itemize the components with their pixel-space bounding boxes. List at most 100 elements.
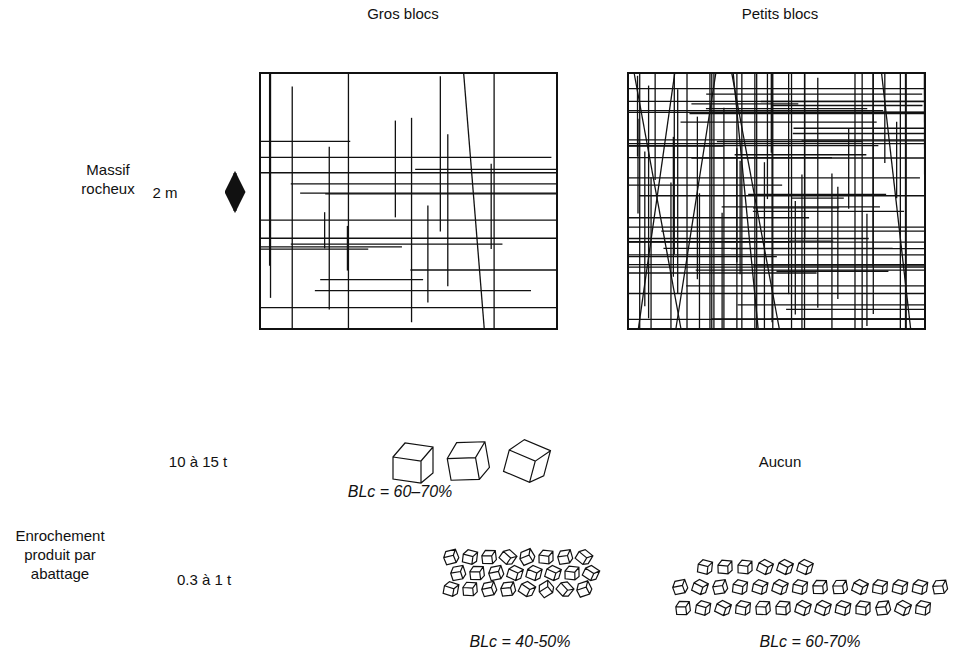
joint-line [862,73,863,329]
joint-line [739,161,740,274]
joint-line [741,73,742,329]
joint-line [427,205,428,302]
rock-block [539,550,553,564]
joint-line [347,226,348,271]
joint-line [717,141,863,142]
joint-line [924,73,926,329]
rock-block [776,558,794,576]
joint-line [670,182,671,329]
rock-block [671,578,689,596]
rock-block [851,578,869,596]
note: Aucun [759,453,802,472]
joint-line [854,73,855,329]
joint-line [804,73,805,238]
joint-line [628,241,925,242]
rock-block [695,600,711,616]
dimension-label: 2 m [152,184,177,203]
rock-block [555,579,575,599]
joint-line [639,73,640,329]
rock-block [556,548,573,565]
joint-line [628,217,809,218]
joint-line [676,73,716,329]
rock-block [714,599,732,617]
rock-block [469,565,485,581]
joint-line [395,121,396,218]
joint-line [706,93,922,94]
column-heading: Petits blocs [742,5,819,24]
rock-block [892,579,908,595]
joint-line [260,172,557,173]
joint-line [292,86,293,329]
rock-block [480,580,498,598]
joint-line [260,246,402,247]
joint-line [493,73,494,329]
rock-block [481,549,497,565]
rock-block [445,438,491,484]
rock-block [575,580,594,599]
joint-line [639,195,925,196]
joint-line [315,290,531,291]
joint-line [464,73,485,329]
joint-line [628,266,925,267]
rock-block [752,579,768,595]
rock-block [675,600,691,616]
rock-block [814,599,831,616]
joint-line [638,73,674,329]
joint-line [723,108,724,329]
joint-line [291,183,557,184]
joint-line [628,143,925,144]
rock-block [442,548,460,566]
joint-line [673,137,674,277]
joint-line [291,243,503,244]
joint-line [753,207,839,208]
rock-block [832,579,848,595]
joint-line [329,147,330,310]
rock-block [792,579,807,594]
rock-block [393,443,433,483]
joint-line [756,73,757,329]
joint-line [628,254,925,255]
rock-block [574,547,593,566]
joint-line [348,73,349,329]
joint-line [654,73,655,180]
joint-line [260,220,557,221]
joint-line [661,230,925,231]
rock-block [718,560,732,574]
large-armourstone [393,437,551,486]
joint-line [711,73,712,329]
rock-block [872,579,887,594]
rock-block [536,579,556,599]
joint-line [260,141,350,142]
rock-block [498,547,517,566]
rock-block [932,579,949,596]
rock-block [711,578,728,595]
rock-block [443,581,459,597]
blc-value: BLc = 60-70% [760,632,861,652]
rock-block [796,558,813,575]
rock-block [732,579,747,594]
joint-line [634,73,681,329]
small-armourstone-right [671,558,948,617]
joint-line [896,122,897,199]
rock-block [462,549,478,565]
joint-line [699,193,700,329]
joint-line [753,265,925,266]
rock-block [756,558,774,576]
joint-line [691,103,798,104]
joint-line [260,307,557,308]
joint-line [837,187,838,299]
rock-block [697,559,712,574]
rock-block [894,599,912,617]
joint-line [873,73,874,314]
rock-block [912,579,928,595]
joint-line [884,73,885,163]
joint-line [801,174,802,329]
joint-line [650,177,651,329]
joint-line [900,73,901,329]
blc-value: BLc = 60–70% [348,482,453,502]
rock-block [875,600,892,617]
rock-block [755,600,770,615]
joint-line [733,73,758,329]
joint-line [324,212,325,248]
